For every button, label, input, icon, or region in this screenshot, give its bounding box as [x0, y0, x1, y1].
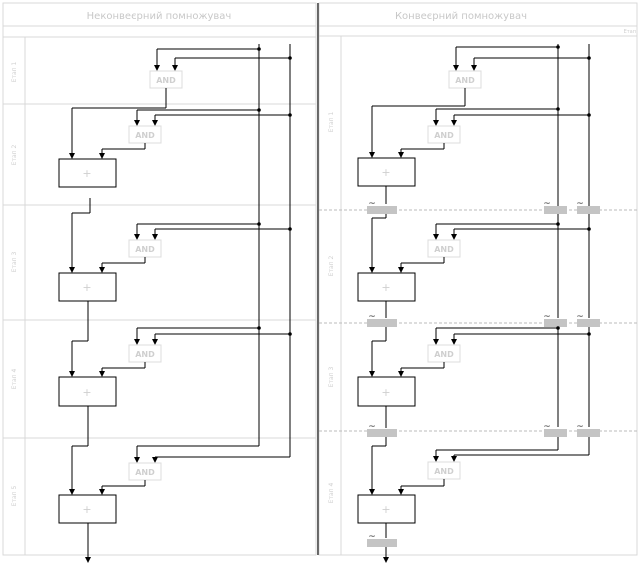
- and-gate-label: AND: [135, 468, 155, 477]
- pipeline-register: [367, 319, 397, 327]
- register-mark: ~: [543, 422, 551, 432]
- left-panel: Неконвеєрний помножувач Етап 1 Етап 2 Ет…: [2, 2, 317, 563]
- right-panel-frame: [318, 2, 638, 556]
- and-gate-label: AND: [434, 131, 454, 140]
- right-panel-title: Конвеєрний помножувач: [395, 11, 527, 22]
- register-mark: ~: [543, 199, 551, 209]
- adder-label: +: [381, 503, 390, 516]
- adder: [58, 376, 117, 407]
- pipeline-register: [367, 539, 397, 547]
- pipeline-register: [544, 429, 567, 437]
- adder: [357, 272, 416, 302]
- adder: [357, 494, 416, 524]
- right-stage-label: Етап 4: [328, 483, 335, 504]
- right-stage-label: Етап 3: [328, 367, 335, 388]
- adder: [58, 158, 117, 188]
- register-mark: ~: [576, 422, 584, 432]
- adder-label: +: [82, 386, 91, 399]
- adder: [58, 494, 117, 524]
- pipeline-register: [367, 206, 397, 214]
- and-gate-label: AND: [156, 76, 176, 85]
- pipeline-register: [577, 319, 600, 327]
- pipeline-register: [544, 206, 567, 214]
- left-panel-frame: [2, 2, 317, 556]
- and-gate-label: AND: [135, 131, 155, 140]
- and-gate-label: AND: [135, 350, 155, 359]
- pipeline-register: [544, 319, 567, 327]
- register-mark: ~: [368, 532, 376, 542]
- left-stage-label: Етап 2: [11, 145, 18, 166]
- adder: [357, 376, 416, 407]
- adder: [58, 272, 117, 302]
- adder-label: +: [82, 503, 91, 516]
- register-mark: ~: [576, 199, 584, 209]
- adder-label: +: [381, 166, 390, 179]
- adder-label: +: [381, 386, 390, 399]
- register-mark: ~: [576, 312, 584, 322]
- right-stage-label: Етап 2: [328, 256, 335, 277]
- right-stage-label: Етап 1: [328, 112, 335, 133]
- register-mark: ~: [368, 199, 376, 209]
- left-panel-title: Неконвеєрний помножувач: [87, 11, 232, 22]
- adder-label: +: [82, 281, 91, 294]
- and-gate-label: AND: [434, 467, 454, 476]
- pipeline-register: [367, 429, 397, 437]
- and-gate-label: AND: [135, 245, 155, 254]
- and-gate-label: AND: [455, 76, 475, 85]
- adder-label: +: [381, 281, 390, 294]
- register-mark: ~: [543, 312, 551, 322]
- pipeline-register: [577, 206, 600, 214]
- right-panel: Конвеєрний помножувач Етап Етап 1 Етап 2…: [318, 2, 638, 563]
- right-corner-label: Етап: [624, 29, 636, 35]
- register-mark: ~: [368, 422, 376, 432]
- adder: [357, 157, 416, 187]
- register-mark: ~: [368, 312, 376, 322]
- adder-label: +: [82, 167, 91, 180]
- and-gate-label: AND: [434, 350, 454, 359]
- pipeline-register: [577, 429, 600, 437]
- left-stage-label: Етап 5: [11, 486, 18, 507]
- left-stage-label: Етап 4: [11, 369, 18, 390]
- left-stage-label: Етап 1: [11, 62, 18, 83]
- and-gate-label: AND: [434, 245, 454, 254]
- left-stage-label: Етап 3: [11, 252, 18, 273]
